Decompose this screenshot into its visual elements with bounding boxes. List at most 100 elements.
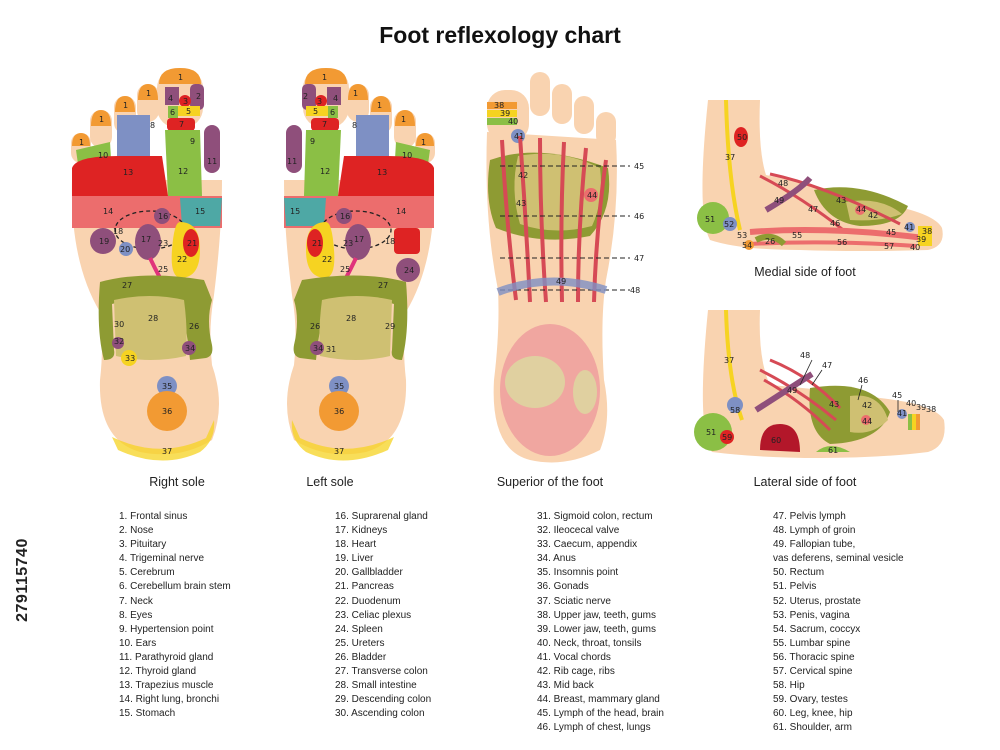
- rs-num: 33: [125, 354, 135, 363]
- med-num: 42: [868, 211, 878, 220]
- legend-item: 25. Ureters: [335, 637, 385, 649]
- rs-zone-caecum: [121, 350, 137, 366]
- ls-zone-suprarenal: [336, 208, 352, 224]
- legend-item: 17. Kidneys: [335, 525, 388, 537]
- rs-zone-gonads: [147, 391, 187, 431]
- lat-num: 48: [800, 351, 810, 360]
- med-zone-sacrum: [744, 240, 754, 250]
- ls-num: 22: [322, 255, 332, 264]
- med-num: 45: [886, 228, 896, 237]
- legend-item: 27. Transverse colon: [335, 666, 428, 678]
- med-zone-jaw: [918, 226, 932, 246]
- lat-num: 42: [862, 401, 872, 410]
- legend-item: 49. Fallopian tube,: [773, 539, 856, 551]
- legend-item: 12. Thyroid gland: [119, 666, 197, 678]
- med-num: 38: [922, 227, 932, 236]
- ls-zone-sinus-5: [416, 133, 434, 146]
- lat-num: 49: [787, 386, 797, 395]
- lat-zone-leg: [760, 424, 800, 452]
- legend-item: 40. Neck, throat, tonsils: [537, 637, 642, 649]
- legend-item: 7. Neck: [119, 595, 153, 607]
- ls-zone-gonads: [319, 391, 359, 431]
- legend-item: 14. Right lung, bronchi: [119, 694, 220, 706]
- med-zone-fallopian: [764, 175, 813, 213]
- legend-item: vas deferens, seminal vesicle: [773, 553, 904, 565]
- lat-num: 43: [829, 400, 839, 409]
- rs-num: 3: [183, 97, 188, 106]
- caption-right-sole: Right sole: [149, 475, 205, 489]
- rs-num: 20: [120, 245, 130, 254]
- legend-item: 36. Gonads: [537, 581, 589, 593]
- ls-zone-neck: [311, 118, 339, 131]
- ls-num: 1: [322, 73, 327, 82]
- ls-num: 5: [313, 107, 318, 116]
- ls-num: 13: [377, 168, 387, 177]
- legend-item: 1. Frontal sinus: [119, 511, 188, 522]
- rs-zone-liver: [90, 228, 116, 254]
- sup-zone-upper-jaw: [487, 102, 517, 109]
- lat-num: 41: [897, 409, 907, 418]
- ls-zone-trapezius: [338, 156, 434, 196]
- stock-id-text: 279115740: [14, 538, 31, 622]
- legend-item: 50. Rectum: [773, 567, 825, 579]
- ls-num: 12: [320, 167, 330, 176]
- ls-num: 1: [353, 89, 358, 98]
- legend-item: 56. Thoracic spine: [773, 651, 855, 663]
- legend-item: 60. Leg, knee, hip: [773, 708, 853, 720]
- rs-zone-sciatic: [112, 420, 215, 461]
- right-sole-foot: [71, 68, 222, 461]
- sup-num: 45: [634, 162, 644, 171]
- rs-num: 15: [195, 207, 205, 216]
- rs-zone-trigeminal: [165, 87, 179, 105]
- legend-item: 10. Ears: [119, 637, 157, 649]
- rs-num: 1: [99, 115, 104, 124]
- rs-zone-anus: [182, 341, 196, 355]
- rs-num: 27: [122, 281, 132, 290]
- sup-zone-neck-throat: [487, 118, 517, 125]
- rs-num: 12: [178, 167, 188, 176]
- rs-num: 1: [79, 138, 84, 147]
- rs-zone-suprarenal: [154, 208, 170, 224]
- lat-num: 39: [916, 403, 926, 412]
- caption-medial: Medial side of foot: [754, 265, 856, 279]
- legend-item: 11. Parathyroid gland: [119, 651, 214, 663]
- med-num: 46: [830, 219, 840, 228]
- rs-num: 10: [98, 151, 108, 160]
- lat-zone-vocal: [897, 409, 907, 419]
- ls-num: 6: [330, 108, 335, 117]
- sup-heel-inner: [505, 356, 565, 408]
- ls-num: 1: [377, 101, 382, 110]
- rs-zone-pancreas: [183, 229, 199, 257]
- legend-item: 52. Uterus, prostate: [773, 595, 861, 607]
- ls-num: 8: [352, 121, 357, 130]
- med-num: 47: [808, 205, 818, 214]
- legend-item: 16. Suprarenal gland: [335, 511, 428, 522]
- ls-num: 17: [354, 235, 364, 244]
- rs-num: 1: [178, 73, 183, 82]
- rs-num: 4: [168, 94, 173, 103]
- med-num: 40: [910, 243, 920, 252]
- rs-num: 30: [114, 320, 124, 329]
- ls-num: 29: [385, 322, 395, 331]
- rs-zone-kidneys: [135, 224, 161, 260]
- legend-item: 4. Trigeminal nerve: [119, 553, 205, 565]
- rs-num: 14: [103, 207, 113, 216]
- rs-num: 16: [158, 212, 168, 221]
- rs-zone-nose: [190, 84, 204, 110]
- med-num: 26: [765, 237, 775, 246]
- ls-num: 1: [401, 115, 406, 124]
- sup-num: 49: [556, 277, 566, 286]
- legend-item: 38. Upper jaw, teeth, gums: [537, 609, 656, 621]
- legend-item: 45. Lymph of the head, brain: [537, 708, 664, 720]
- legend-item: 13. Trapezius muscle: [119, 680, 214, 692]
- legend-item: 33. Caecum, appendix: [537, 539, 638, 551]
- ls-zone-insomnis: [329, 376, 349, 396]
- ls-num: 18: [385, 237, 395, 246]
- legend-item: 59. Ovary, testes: [773, 694, 848, 706]
- ls-zone-parathyroid: [286, 125, 302, 173]
- ls-zone-stomach: [284, 198, 326, 226]
- stock-id: 279115740: [14, 515, 32, 645]
- sup-num: 44: [587, 191, 597, 200]
- legend-item: 47. Pelvis lymph: [773, 511, 846, 522]
- rs-num: 25: [158, 265, 168, 274]
